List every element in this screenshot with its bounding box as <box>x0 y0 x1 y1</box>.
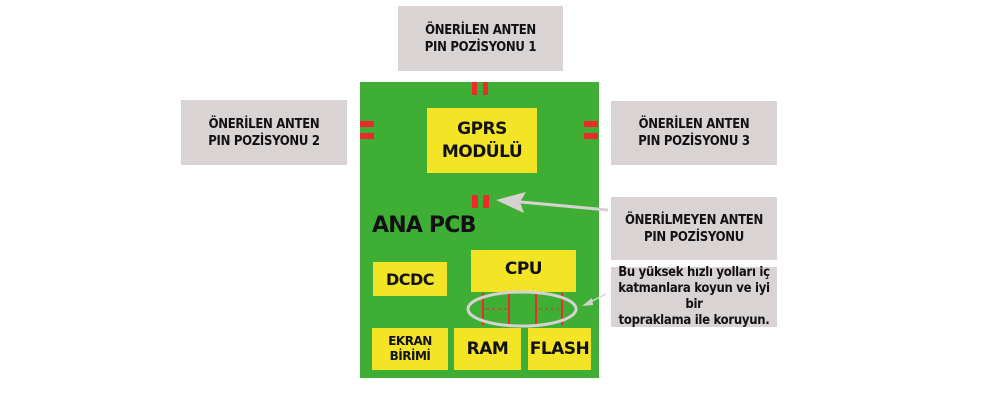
note-high-speed-traces: Bu yüksek hızlı yolları iç katmanlara ko… <box>611 265 777 328</box>
note-line: topraklama ile koruyun. <box>618 313 770 328</box>
flash-label: FLASH <box>529 339 590 359</box>
ram-component: RAM <box>454 328 521 370</box>
display-unit-component: EKRAN BİRİMİ <box>372 328 448 370</box>
display-label-line: BİRİMİ <box>389 349 431 363</box>
antenna-pin-1a <box>472 82 477 95</box>
antenna-pin-bad-b <box>483 195 489 208</box>
label-line: ÖNERİLEN ANTEN <box>638 117 750 132</box>
antenna-pin-2b <box>360 133 374 139</box>
gprs-label-line: MODÜLÜ <box>441 141 523 162</box>
label-line: ÖNERİLEN ANTEN <box>208 116 320 132</box>
flash-component: FLASH <box>528 328 591 370</box>
label-line: PIN POZİSYONU <box>644 229 744 245</box>
note-line: Bu yüksek hızlı yolları iç <box>618 265 770 280</box>
arrowhead-icon <box>496 192 526 213</box>
arrow-traces <box>582 293 607 306</box>
gprs-label-line: GPRS <box>457 118 507 139</box>
dcdc-label: DCDC <box>385 269 435 289</box>
label-recommended-position-2: ÖNERİLEN ANTEN PIN POZİSYONU 2 <box>181 100 347 165</box>
antenna-pin-3a <box>584 121 598 127</box>
dcdc-component: DCDC <box>373 262 447 296</box>
pcb-title: ANA PCB <box>372 213 476 238</box>
cpu-component: CPU <box>471 250 576 292</box>
label-not-recommended-position: ÖNERİLMEYEN ANTEN PIN POZİSYONU <box>611 197 777 260</box>
label-line: ÖNERİLEN ANTEN <box>425 22 536 38</box>
antenna-pin-3b <box>584 133 598 139</box>
note-line: katmanlara koyun ve iyi bir <box>618 281 770 312</box>
label-recommended-position-3: ÖNERİLEN ANTEN PIN POZİSYONU 3 <box>611 101 777 165</box>
ram-label: RAM <box>466 339 509 359</box>
antenna-pin-2a <box>360 121 374 127</box>
high-speed-traces <box>482 293 563 325</box>
label-line: PIN POZİSYONU 2 <box>208 133 320 149</box>
antenna-pin-bad-a <box>472 195 478 208</box>
display-label-line: EKRAN <box>388 334 432 348</box>
highlight-ellipse <box>466 290 578 328</box>
arrowhead-icon <box>582 298 593 306</box>
label-recommended-position-1: ÖNERİLEN ANTEN PIN POZİSYONU 1 <box>398 6 563 71</box>
antenna-pin-1b <box>483 82 488 95</box>
label-line: PIN POZİSYONU 3 <box>638 134 750 149</box>
label-line: ÖNERİLMEYEN ANTEN <box>625 212 763 228</box>
cpu-label: CPU <box>504 259 543 279</box>
arrow-not-recommended <box>496 192 609 213</box>
gprs-module: GPRS MODÜLÜ <box>427 108 537 173</box>
label-line: PIN POZİSYONU 1 <box>424 39 537 55</box>
